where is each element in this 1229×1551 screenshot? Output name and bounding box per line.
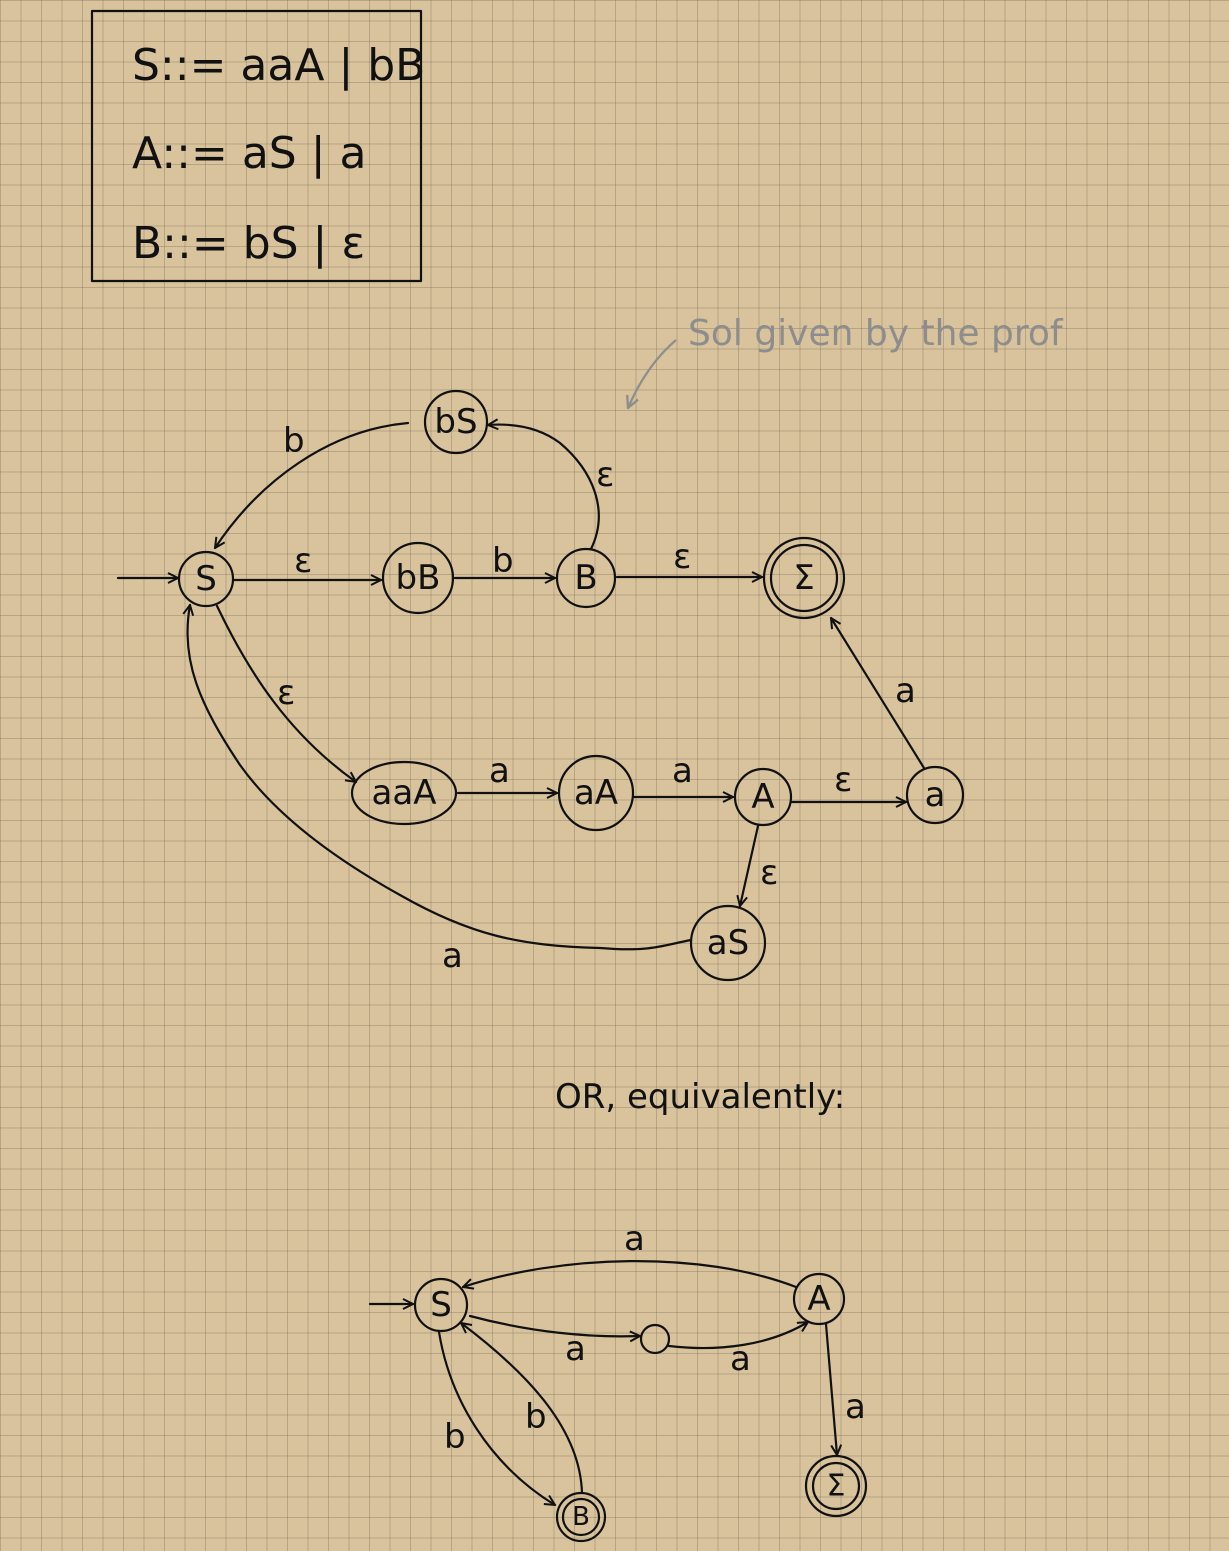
d2-node-A-label: A <box>807 1279 830 1319</box>
d1-edge-bB-B-label: b <box>492 541 514 581</box>
separator-text: OR, equivalently: <box>555 1077 845 1117</box>
d1-edge-aS-S: a <box>187 605 693 976</box>
diagram1: S bS bB B Σ aaA aA A <box>116 389 965 982</box>
d2-node-final-label: Σ <box>827 1469 846 1504</box>
grammar-rule-s: S::= aaA | bB <box>132 40 425 91</box>
d1-edge-S-bB: ε <box>232 541 383 581</box>
d2-edge-A-final-label: a <box>845 1387 866 1427</box>
d1-edge-S-aaA: ε <box>215 604 356 782</box>
d1-node-bB: bB <box>381 541 455 615</box>
d1-node-bS-label: bS <box>434 402 477 442</box>
d1-edge-bB-B: b <box>453 541 557 581</box>
d2-node-S: S <box>413 1277 469 1333</box>
d1-node-S-label: S <box>195 559 217 599</box>
d2-edge-mid-A: a <box>667 1322 808 1379</box>
d2-edge-A-S: a <box>463 1219 798 1287</box>
d1-edge-B-final-label: ε <box>673 537 691 577</box>
d1-edge-B-bS: ε <box>488 425 614 551</box>
d1-edge-aA-A-label: a <box>672 751 693 791</box>
grammar-rule-b: B::= bS | ε <box>132 218 365 269</box>
annotation-text: Sol given by the prof <box>688 313 1064 354</box>
d1-node-a-label: a <box>925 775 946 815</box>
d1-edge-S-aaA-label: ε <box>277 673 295 713</box>
d1-node-aaA-label: aaA <box>372 773 437 813</box>
d1-node-bS: bS <box>423 389 489 455</box>
d1-node-aA-label: aA <box>574 773 618 813</box>
annotation-arrow <box>628 339 677 408</box>
d2-node-B: B <box>555 1491 607 1543</box>
grammar-border <box>90 9 423 283</box>
d1-edge-a-final-label: a <box>895 671 916 711</box>
d2-edge-mid-A-label: a <box>730 1339 751 1379</box>
d1-edge-A-a: ε <box>790 760 908 802</box>
d1-node-A: A <box>733 767 793 827</box>
d1-edge-B-bS-label: ε <box>596 455 614 495</box>
d1-edge-A-aS: ε <box>740 824 778 906</box>
d1-edge-S-bB-label: ε <box>294 541 312 581</box>
grammar-rule-a: A::= aS | a <box>132 128 366 179</box>
d1-node-S: S <box>177 550 235 608</box>
d1-node-aA: aA <box>557 754 635 832</box>
d1-node-final: Σ <box>762 536 846 620</box>
d2-edge-S-B-label: b <box>444 1417 466 1457</box>
d1-node-B-label: B <box>574 558 597 598</box>
d1-node-final-label: Σ <box>793 558 814 598</box>
d1-node-a: a <box>905 765 965 825</box>
d2-edge-B-S-label: b <box>525 1397 547 1437</box>
d2-edge-A-final: a <box>824 1322 866 1455</box>
d2-node-S-label: S <box>430 1285 452 1325</box>
d1-edge-B-final: ε <box>615 537 764 577</box>
d1-node-B: B <box>555 547 617 609</box>
grammar-box: S::= aaA | bB A::= aS | a B::= bS | ε <box>90 9 425 283</box>
d2-edge-S-mid-label: a <box>565 1329 586 1369</box>
d2-node-mid <box>639 1323 671 1355</box>
d2-edge-A-S-label: a <box>624 1219 645 1259</box>
d1-node-A-label: A <box>751 777 774 817</box>
d1-edge-aaA-aA: a <box>456 751 559 793</box>
d2-node-A: A <box>792 1272 846 1326</box>
d1-edge-bS-S: b <box>215 421 410 548</box>
d2-edge-S-mid: a <box>468 1314 640 1369</box>
d1-node-aaA: aaA <box>350 760 458 826</box>
d2-edge-B-S: b <box>461 1323 584 1495</box>
d1-edge-A-a-label: ε <box>834 760 852 800</box>
d1-edge-A-aS-label: ε <box>760 853 778 893</box>
d1-edge-a-final: a <box>831 618 926 770</box>
d1-node-bB-label: bB <box>396 558 441 598</box>
d2-node-B-label: B <box>572 1502 590 1532</box>
d1-edge-aS-S-label: a <box>442 936 463 976</box>
d1-edge-bS-S-label: b <box>283 421 305 461</box>
d1-edge-aaA-aA-label: a <box>489 751 510 791</box>
d1-node-aS-label: aS <box>707 923 749 963</box>
d2-edge-S-B: b <box>437 1330 555 1505</box>
diagram2: S A B Σ a a a <box>368 1219 868 1543</box>
d1-node-aS: aS <box>689 904 767 982</box>
d2-node-final: Σ <box>804 1454 868 1518</box>
d1-edge-aA-A: a <box>632 751 735 797</box>
annotation: Sol given by the prof <box>628 313 1064 408</box>
